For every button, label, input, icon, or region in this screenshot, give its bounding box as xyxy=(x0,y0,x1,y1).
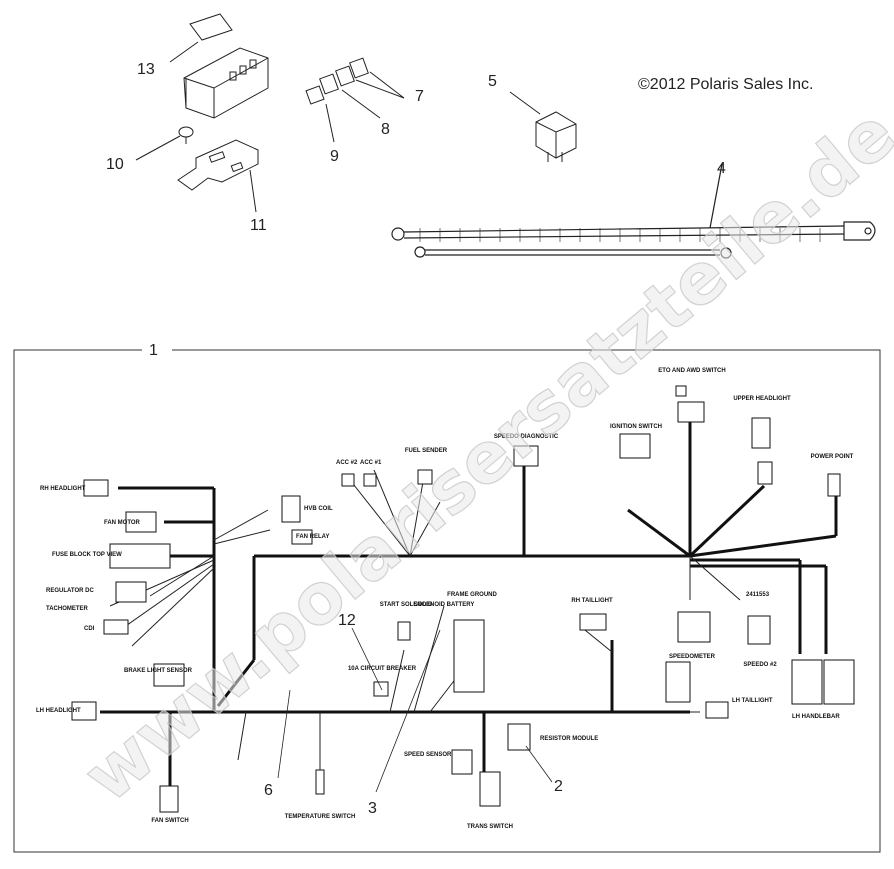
main-harness-trunks xyxy=(100,406,838,790)
resistor-module-label: RESISTOR MODULE xyxy=(540,736,598,742)
callout-8: 8 xyxy=(381,121,390,138)
callout-5: 5 xyxy=(488,73,497,90)
lh-taillight-label: LH TAILLIGHT xyxy=(732,698,773,704)
rh-headlight-label: RH HEADLIGHT xyxy=(40,486,86,492)
callout-leaders xyxy=(277,627,553,793)
part-4-battery-cables xyxy=(391,163,876,259)
power-point-label: POWER POINT xyxy=(811,454,854,460)
lh-handlebar-label: LH HANDLEBAR xyxy=(792,714,840,720)
fan-switch-label: FAN SWITCH xyxy=(151,818,188,824)
harness-frame xyxy=(13,349,881,853)
part-10-11-bracket xyxy=(135,126,259,213)
speedo2-label: SPEEDO #2 xyxy=(743,662,777,668)
component-labels: RH HEADLIGHT LH HEADLIGHT FAN MOTOR FUSE… xyxy=(36,368,854,830)
regulator-label: REGULATOR DC xyxy=(46,588,94,594)
start-solenoid-label: START SOLENOID xyxy=(380,602,433,608)
callout-6: 6 xyxy=(264,782,273,799)
speedo-diag-label: SPEEDO DIAGNOSTIC xyxy=(494,434,559,440)
copyright-text: ©2012 Polaris Sales Inc. xyxy=(638,76,814,93)
frame-ground-label: FRAME GROUND xyxy=(447,592,497,598)
acc2-label: ACC #2 xyxy=(336,460,358,466)
speed-sensor-label: SPEED SENSOR xyxy=(404,752,452,758)
callout-11: 11 xyxy=(250,217,267,234)
ignition-label: IGNITION SWITCH xyxy=(610,424,662,430)
rh-taillight-label: RH TAILLIGHT xyxy=(571,598,613,604)
callout-2: 2 xyxy=(554,778,563,795)
fan-relay-label: FAN RELAY xyxy=(296,534,329,540)
secondary-wires xyxy=(109,469,741,790)
upper-headlight-label: UPPER HEADLIGHT xyxy=(733,396,791,402)
callout-12: 12 xyxy=(338,612,356,629)
hvb-coil-label: HVB COIL xyxy=(304,506,333,512)
part-13-label-and-cover xyxy=(169,13,269,119)
solenoid-battery-label: SOLENOID BATTERY xyxy=(414,602,475,608)
speedometer-label: SPEEDOMETER xyxy=(669,654,716,660)
cdi-label: CDI xyxy=(84,626,95,632)
fuel-sender-label: FUEL SENDER xyxy=(405,448,448,454)
part-7-8-9-fuses xyxy=(305,57,405,143)
callout-4: 4 xyxy=(717,160,726,177)
callout-10: 10 xyxy=(106,156,124,173)
tachometer-label: TACHOMETER xyxy=(46,606,89,612)
callout-1: 1 xyxy=(149,342,158,359)
temperature-switch-label: TEMPERATURE SWITCH xyxy=(285,814,356,820)
trans-switch-label: TRANS SWITCH xyxy=(467,824,513,830)
callout-7: 7 xyxy=(415,88,424,105)
callout-13: 13 xyxy=(137,61,155,78)
callout-3: 3 xyxy=(368,800,377,817)
circuit-breaker-label: 10A CIRCUIT BREAKER xyxy=(348,666,417,672)
fuse-block-label: FUSE BLOCK TOP VIEW xyxy=(52,552,122,558)
lh-headlight-label: LH HEADLIGHT xyxy=(36,708,81,714)
part-5-relay xyxy=(509,91,577,162)
fan-motor-label: FAN MOTOR xyxy=(104,520,141,526)
part-ref-label: 2411553 xyxy=(746,592,770,598)
acc1-label: ACC #1 xyxy=(360,460,382,466)
eto-label: ETO AND AWD SWITCH xyxy=(658,368,725,374)
connectors xyxy=(71,385,855,813)
callout-9: 9 xyxy=(330,148,339,165)
brake-light-label: BRAKE LIGHT SENSOR xyxy=(124,668,193,674)
